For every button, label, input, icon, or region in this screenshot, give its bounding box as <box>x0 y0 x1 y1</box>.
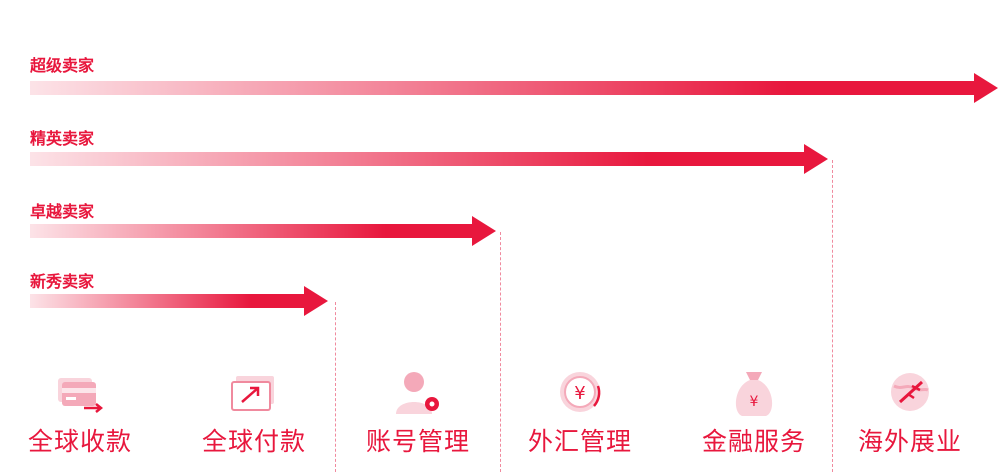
tier-label: 新秀卖家 <box>30 272 95 291</box>
user-gear-icon <box>392 368 444 420</box>
tier-arrow <box>30 73 1000 103</box>
card-transfer-icon <box>54 368 106 420</box>
tier-rookie-seller: 新秀卖家 <box>0 268 1008 318</box>
tier-super-seller: 超级卖家 <box>0 52 1008 103</box>
tier-arrow <box>30 144 830 174</box>
feature-label: 外汇管理 <box>527 427 632 456</box>
feature-global-receive: 全球收款 <box>10 368 150 468</box>
payment-arrow-icon <box>228 368 280 420</box>
feature-overseas-business: 海外展业 <box>840 368 980 468</box>
money-bag-icon: ¥ <box>728 368 780 420</box>
feature-account-management: 账号管理 <box>348 368 488 468</box>
feature-global-pay: 全球付款 <box>184 368 324 468</box>
feature-label: 海外展业 <box>857 427 962 456</box>
tier-arrow <box>30 216 498 246</box>
tier-label: 卓越卖家 <box>30 202 95 221</box>
tier-label: 超级卖家 <box>30 56 95 75</box>
divider-line <box>335 302 336 472</box>
tier-arrow <box>30 286 330 316</box>
divider-line <box>500 232 501 472</box>
svg-text:¥: ¥ <box>750 394 759 410</box>
feature-label: 账号管理 <box>365 427 470 456</box>
globe-plane-icon <box>884 368 936 420</box>
svg-text:¥: ¥ <box>574 383 585 404</box>
tier-elite-seller: 精英卖家 <box>0 125 1008 175</box>
feature-forex-management: ¥ 外汇管理 <box>510 368 650 468</box>
feature-label: 金融服务 <box>701 427 806 456</box>
feature-label: 全球收款 <box>27 427 132 456</box>
feature-financial-services: ¥ 金融服务 <box>684 368 824 468</box>
tier-label: 精英卖家 <box>30 129 95 148</box>
divider-line <box>832 160 833 472</box>
tier-excellent-seller: 卓越卖家 <box>0 198 1008 248</box>
feature-label: 全球付款 <box>201 427 306 456</box>
yen-coin-icon: ¥ <box>554 368 606 420</box>
